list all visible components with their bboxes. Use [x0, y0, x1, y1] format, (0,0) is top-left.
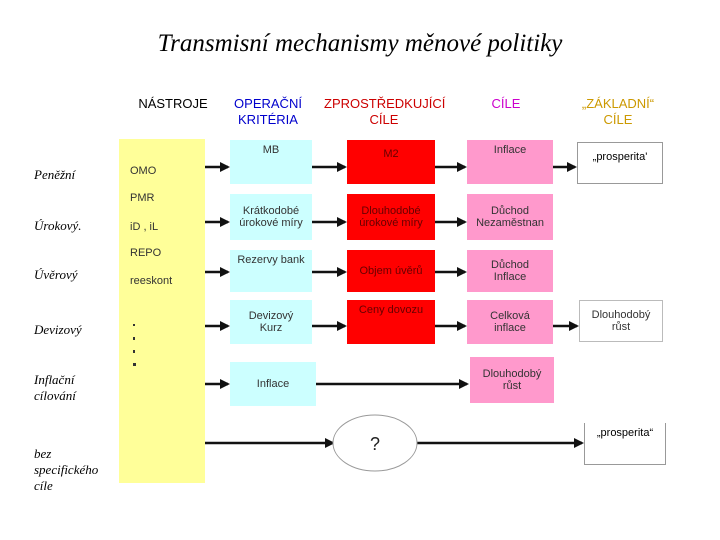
basic-goal-prosperita: „prosperita' — [577, 142, 663, 184]
row-label-devizovy: Devizový — [34, 322, 82, 337]
column-header-zakladni-cile: „ZÁKLADNÍ“ CÍLE — [581, 96, 655, 127]
intermediate-box-ceny-dovozu: Ceny dovozu — [347, 300, 435, 344]
operational-box-devizovy-kurz: Devizový Kurz — [230, 300, 312, 344]
row-label-uverovy: Úvěrový — [34, 267, 78, 282]
tool-pmr: PMR — [130, 192, 155, 204]
list-dot — [133, 350, 135, 353]
goal-box-dlouhodoby-rust: Dlouhodobý růst — [470, 357, 554, 403]
goal-box-duchod-inflace: Důchod Inflace — [467, 250, 553, 292]
column-header-cile: CÍLE — [491, 96, 521, 111]
intermediate-box-m2: M2 — [347, 140, 435, 184]
operational-box-inflace: Inflace — [230, 362, 316, 406]
operational-box-rezervy-bank: Rezervy bank — [230, 250, 312, 292]
intermediate-box-objem-uveru: Objem úvěrů — [347, 250, 435, 292]
row-label-inflacni-cilovani: Inflační cílování — [34, 372, 76, 403]
goal-box-inflace: Inflace — [467, 140, 553, 184]
operational-box-mb: MB — [230, 140, 312, 184]
tool-repo: REPO — [130, 247, 162, 259]
goal-box-duchod-nezamestnanost: Důchod Nezaměstnan — [467, 194, 553, 240]
list-dot — [133, 363, 136, 366]
intermediate-box-dlouhodobe-urokove-miry: Dlouhodobé úrokové míry — [347, 194, 435, 240]
column-header-nastroje: NÁSTROJE — [138, 96, 208, 111]
question-mark: ? — [370, 434, 380, 454]
tool-reeskont: reeskont — [130, 275, 173, 287]
page-title: Transmisní mechanismy měnové politiky — [157, 30, 563, 57]
column-header-operacni-kriteria: OPERAČNÍ KRITÉRIA — [234, 96, 302, 127]
basic-goal-dlouhodoby-rust: Dlouhodobý růst — [579, 300, 663, 342]
list-dot — [133, 324, 135, 326]
row-label-penezni: Peněžní — [34, 167, 76, 182]
basic-goal-prosperita-bez-cile: „prosperita“ — [584, 423, 666, 465]
list-dot — [133, 337, 135, 340]
tools-panel — [119, 139, 205, 483]
row-label-bez-specifickeho-cile: bez specifického cíle — [34, 446, 99, 493]
row-label-urokovy: Úrokový. — [34, 218, 82, 233]
tool-rates: iD , iL — [130, 221, 159, 233]
tool-omo: OMO — [130, 165, 157, 177]
goal-box-celkova-inflace: Celková inflace — [467, 300, 553, 344]
unknown-target-ellipse — [332, 414, 418, 472]
operational-box-kratkodobe-urokove-miry: Krátkodobé úrokové míry — [230, 194, 312, 240]
column-header-zprostredkujici-cile: ZPROSTŘEDKUJÍCÍ CÍLE — [324, 96, 446, 127]
